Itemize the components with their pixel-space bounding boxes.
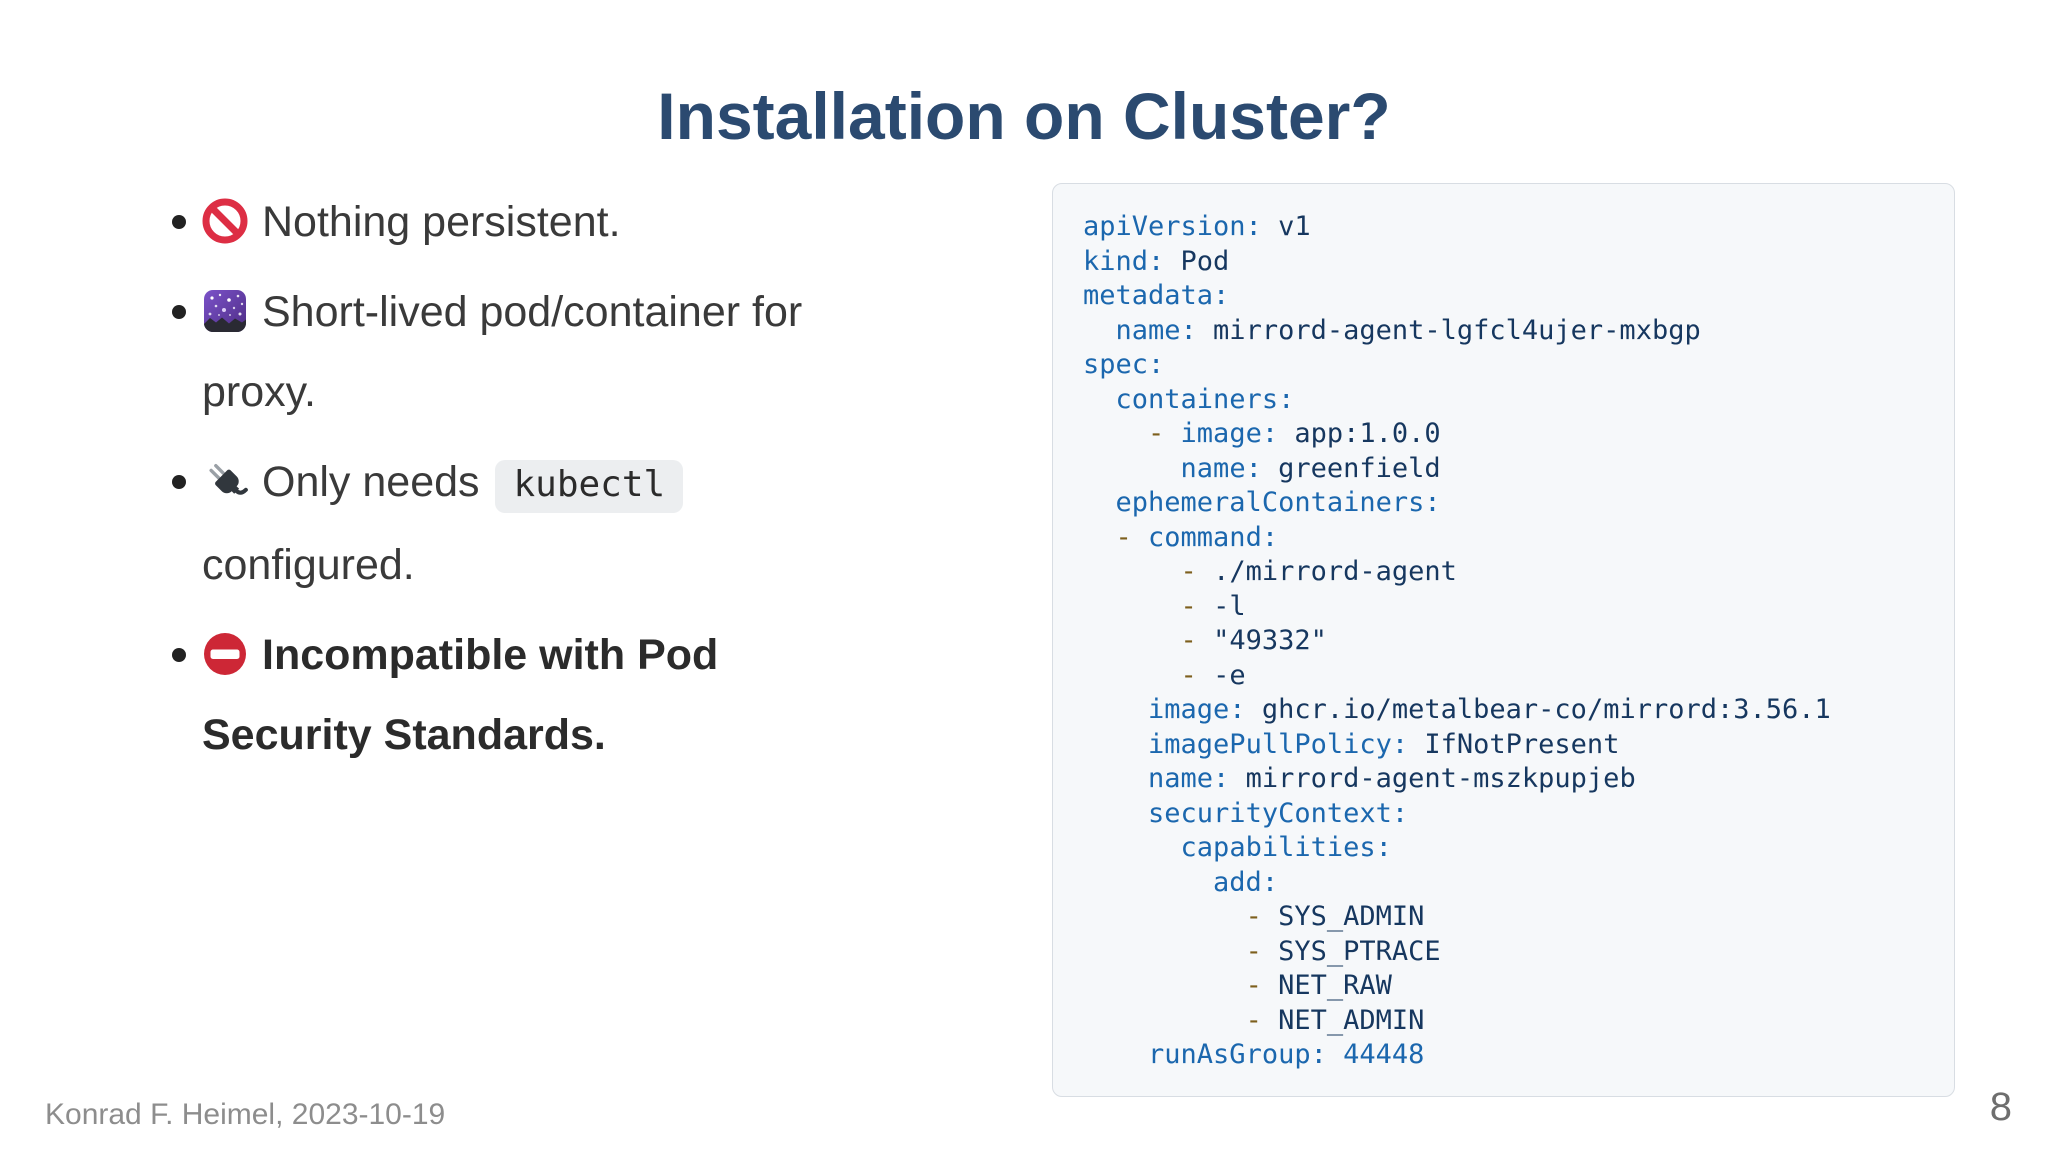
- code-line: apiVersion: v1: [1083, 211, 1311, 242]
- code-line: image: ghcr.io/metalbear-co/mirrord:3.56…: [1148, 694, 1831, 725]
- code-line: - image: app:1.0.0: [1148, 418, 1441, 449]
- code-line: - SYS_PTRACE: [1245, 935, 1441, 967]
- code-line: - -e: [1180, 659, 1246, 691]
- code-line: - -l: [1180, 590, 1246, 622]
- footer-author-date: Konrad F. Heimel, 2023-10-19: [45, 1098, 446, 1131]
- code-line: - command:: [1115, 521, 1279, 553]
- code-line: containers:: [1115, 383, 1295, 415]
- prohibited-icon: [202, 198, 248, 244]
- code-line: ephemeralContainers:: [1115, 487, 1441, 518]
- code-line: capabilities:: [1180, 832, 1392, 863]
- inline-code: kubectl: [495, 460, 684, 513]
- code-line: name: mirrord-agent-lgfcl4ujer-mxbgp: [1115, 314, 1701, 346]
- code-line: runAsGroup: 44448: [1148, 1039, 1425, 1070]
- plug-icon: [202, 458, 248, 504]
- no-entry-icon: [202, 631, 248, 677]
- code-line: kind: Pod: [1083, 245, 1230, 277]
- code-line: name: mirrord-agent-mszkpupjeb: [1148, 763, 1636, 794]
- milky-way-icon: [202, 288, 248, 334]
- bullet-list: Nothing persistent. Short-lived pod/conta…: [150, 182, 1030, 785]
- code-line: spec:: [1083, 349, 1165, 380]
- code-line: - NET_RAW: [1245, 970, 1392, 1001]
- page-number: 8: [1989, 1085, 2012, 1129]
- code-line: metadata:: [1083, 280, 1230, 311]
- code-line: - NET_ADMIN: [1245, 1004, 1425, 1036]
- code-line: name: greenfield: [1180, 452, 1441, 484]
- code-line: - SYS_ADMIN: [1245, 901, 1425, 932]
- code-line: - ./mirrord-agent: [1180, 556, 1457, 587]
- code-line: add:: [1213, 866, 1279, 898]
- code-line: - "49332": [1180, 625, 1327, 656]
- code-line: imagePullPolicy: IfNotPresent: [1148, 728, 1620, 760]
- list-item: Nothing persistent.: [150, 182, 1030, 262]
- code-line: securityContext:: [1148, 797, 1409, 829]
- page-title: Installation on Cluster?: [657, 79, 1391, 154]
